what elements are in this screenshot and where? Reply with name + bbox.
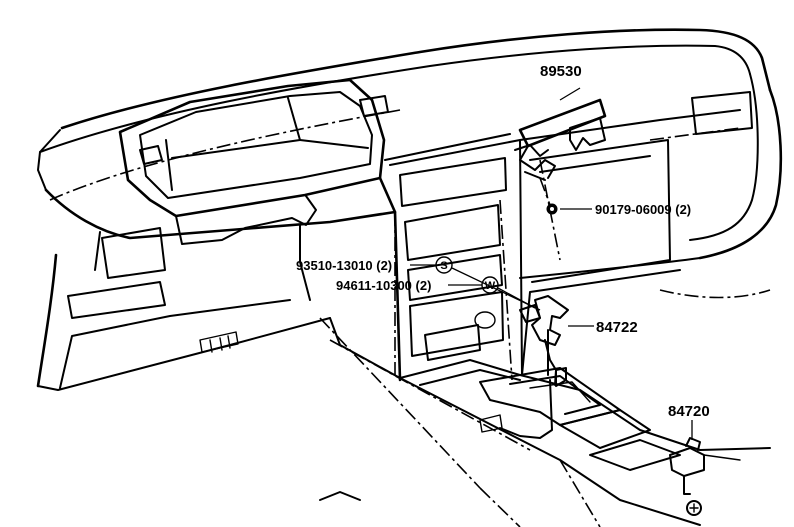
label-84722: 84722: [596, 319, 638, 336]
label-90179: 90179-06009 (2): [595, 202, 691, 217]
switch-84720: [669, 420, 741, 516]
meter-hood: [118, 78, 389, 301]
module-89530: [514, 87, 607, 206]
instrument-panel: [36, 28, 783, 391]
label-84720: 84720: [668, 403, 710, 420]
screw-symbols: S W: [410, 256, 541, 311]
symbol-s-text: S: [440, 260, 447, 272]
label-89530: 89530: [540, 63, 582, 80]
center-stack: [378, 133, 523, 382]
bolt-90179: [546, 203, 592, 215]
floor-console: [319, 317, 771, 526]
switch-84722: [499, 295, 594, 439]
label-94611: 94611-10300 (2): [336, 278, 431, 293]
part-labels: 89530 90179-06009 (2) 93510-13010 (2) 94…: [296, 63, 710, 420]
label-93510: 93510-13010 (2): [296, 258, 392, 273]
passenger-dash: [519, 91, 753, 376]
